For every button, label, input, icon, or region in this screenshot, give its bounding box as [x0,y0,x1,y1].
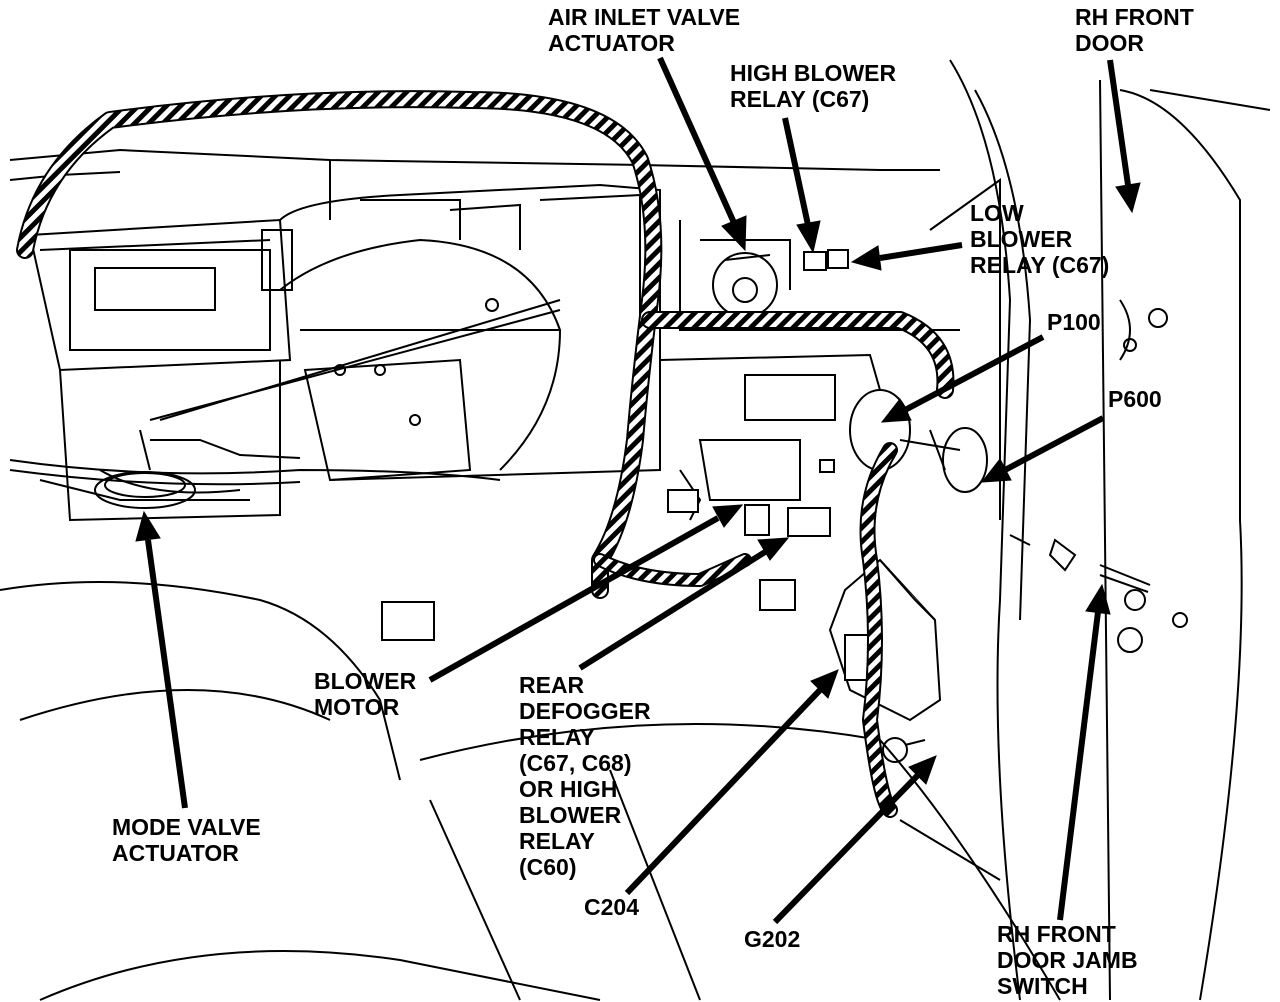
label-high-blower-relay: HIGH BLOWER RELAY (C67) [730,60,896,112]
label-line: BLOWER [970,226,1073,252]
label-line: OR HIGH [519,776,618,802]
label-line: MODE VALVE [112,814,261,840]
label-line: HIGH BLOWER [730,60,897,86]
label-p600: P600 [1108,386,1162,412]
label-line: RELAY [519,828,595,854]
label-line: C204 [584,894,639,920]
vehicle-body-outline [0,59,1271,1001]
c204-bracket [828,558,942,722]
label-p100: P100 [1047,309,1101,335]
label-rh-front-door-jamb-switch: RH FRONT DOOR JAMB SWITCH [997,921,1138,999]
label-line: P100 [1047,309,1101,335]
label-rh-front-door: RH FRONT DOOR [1075,4,1194,56]
label-line: DOOR [1075,30,1144,56]
label-line: RELAY (C67) [970,252,1110,278]
g202-ground [882,737,926,763]
connectors-c67-c68 [667,459,835,611]
label-line: (C67, C68) [519,750,632,776]
label-line: RELAY [519,724,595,750]
label-line: RELAY (C67) [730,86,870,112]
label-line: REAR [519,672,585,698]
label-line: RH FRONT [997,921,1116,947]
label-line: RH FRONT [1075,4,1194,30]
label-line: G202 [744,926,801,952]
label-line: (C60) [519,854,577,880]
label-blower-motor: BLOWER MOTOR [314,668,416,720]
label-line: BLOWER [519,802,622,828]
wiring-harness [16,90,955,818]
air-inlet-valve-actuator-part [712,252,778,318]
label-mode-valve-actuator: MODE VALVE ACTUATOR [112,814,261,866]
blower-relays-part [803,249,849,271]
label-air-inlet-valve-actuator: AIR INLET VALVE ACTUATOR [548,4,740,56]
door-jamb-switch-part [1009,534,1151,593]
label-line: P600 [1108,386,1162,412]
hvac-housing [9,160,960,522]
label-line: AIR INLET VALVE [548,4,741,30]
leader-arrows [135,56,1141,925]
label-line: DEFOGGER [519,698,651,724]
label-line: BLOWER [314,668,417,694]
label-line: LOW [970,200,1024,226]
label-line: ACTUATOR [548,30,675,56]
label-low-blower-relay: LOW BLOWER RELAY (C67) [970,200,1109,278]
mode-valve-actuator-part [94,429,196,509]
label-line: ACTUATOR [112,840,239,866]
label-line: SWITCH [997,973,1088,999]
label-line: MOTOR [314,694,400,720]
label-g202: G202 [744,926,800,952]
label-rear-defogger-relay: REAR DEFOGGER RELAY (C67, C68) OR HIGH B… [519,672,651,880]
label-line: DOOR JAMB [997,947,1138,973]
label-c204: C204 [584,894,639,920]
